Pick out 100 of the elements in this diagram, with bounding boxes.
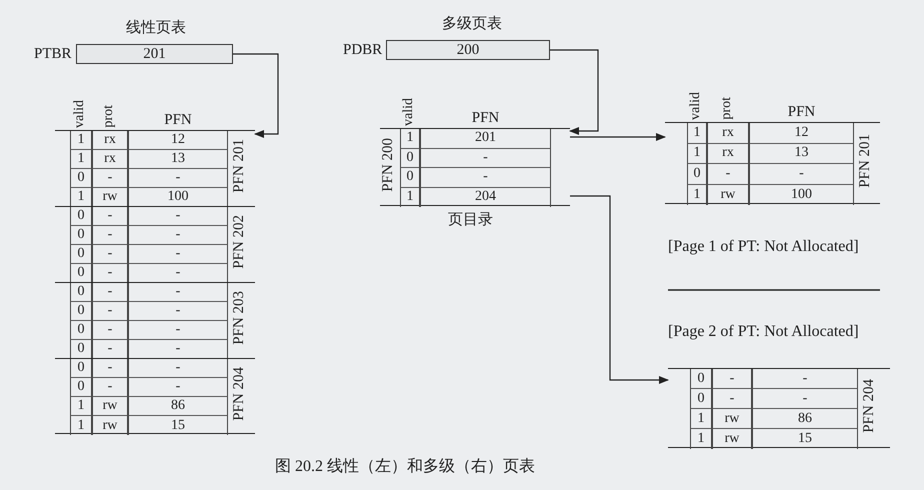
- table-cell: -: [707, 164, 749, 184]
- table-cell: rw: [92, 397, 128, 416]
- table-cell: 13: [749, 144, 854, 164]
- table-cell: 12: [128, 131, 228, 150]
- table-cell: 204: [420, 188, 551, 207]
- arrow: [570, 195, 669, 384]
- table-cell: 1: [70, 188, 92, 207]
- frame-label: PFN 202: [232, 215, 247, 269]
- table-cell: 0: [70, 359, 92, 378]
- register-box: 200: [386, 40, 550, 60]
- table-cell: -: [752, 389, 858, 409]
- table-cell: -: [752, 369, 858, 389]
- table-cell: 0: [70, 226, 92, 245]
- note-text: [Page 2 of PT: Not Allocated]: [668, 323, 859, 341]
- table-cell: 1: [400, 129, 420, 148]
- table-cell: 1: [690, 429, 712, 449]
- arrow: [233, 53, 279, 138]
- table-cell: rx: [92, 150, 128, 169]
- table-cell: 0: [70, 245, 92, 264]
- table-cell: -: [92, 378, 128, 397]
- table-cell: 1: [687, 144, 707, 164]
- table-cell: 0: [70, 378, 92, 397]
- table-cell: -: [128, 264, 228, 283]
- table-cell: -: [128, 378, 228, 397]
- table-cell: 1: [70, 150, 92, 169]
- table-cell: rw: [92, 416, 128, 435]
- table-cell: 0: [70, 283, 92, 302]
- column-header: prot: [720, 97, 734, 120]
- table-cell: 12: [749, 123, 854, 144]
- table-cell: -: [92, 245, 128, 264]
- table-cell: rw: [92, 188, 128, 207]
- table-cell: -: [128, 359, 228, 378]
- column-header: valid: [73, 100, 87, 128]
- table-cell: -: [128, 169, 228, 188]
- table-cell: 1: [687, 123, 707, 144]
- table-cell: 86: [128, 397, 228, 416]
- table-cell: 1: [400, 188, 420, 207]
- table-cell: -: [92, 359, 128, 378]
- table-cell: 0: [70, 340, 92, 359]
- figure-caption: 图 20.2 线性（左）和多级（右）页表: [275, 458, 535, 476]
- table-cell: 201: [420, 129, 551, 148]
- register-label: PDBR: [343, 42, 382, 58]
- table-cell: -: [92, 321, 128, 340]
- frame-label: PFN 201: [858, 134, 873, 188]
- table-caption: 页目录: [448, 212, 493, 228]
- table-cell: -: [92, 340, 128, 359]
- table-cell: 1: [70, 416, 92, 435]
- table-cell: -: [92, 207, 128, 226]
- table-cell: rw: [707, 184, 749, 205]
- register-label: PTBR: [34, 46, 72, 62]
- table-cell: 0: [690, 389, 712, 409]
- table-cell: -: [128, 340, 228, 359]
- table-cell: rx: [92, 131, 128, 150]
- table-cell: -: [92, 169, 128, 188]
- table-cell: 1: [70, 397, 92, 416]
- frame-label: PFN 203: [232, 291, 247, 345]
- column-header: PFN: [786, 104, 816, 120]
- table-cell: -: [92, 264, 128, 283]
- page-table: [668, 368, 890, 448]
- section-title: 线性页表: [126, 20, 186, 36]
- frame-label: PFN 200: [381, 138, 396, 192]
- table-cell: -: [92, 302, 128, 321]
- column-header: prot: [102, 105, 116, 128]
- column-header: PFN: [163, 112, 193, 128]
- table-cell: 1: [690, 409, 712, 429]
- column-header: valid: [689, 92, 703, 120]
- table-cell: -: [420, 168, 551, 188]
- table-cell: -: [128, 245, 228, 264]
- frame-label: PFN 201: [232, 139, 247, 193]
- table-cell: -: [712, 389, 752, 409]
- frame-label: PFN 204: [862, 379, 877, 433]
- table-cell: 15: [128, 416, 228, 435]
- table-cell: -: [128, 321, 228, 340]
- table-cell: -: [128, 226, 228, 245]
- table-cell: 0: [70, 169, 92, 188]
- table-cell: 0: [70, 321, 92, 340]
- table-cell: -: [128, 302, 228, 321]
- table-cell: rx: [707, 144, 749, 164]
- table-cell: 15: [752, 429, 858, 449]
- table-cell: rx: [707, 123, 749, 144]
- frame-label: PFN 204: [232, 367, 247, 421]
- table-cell: -: [128, 283, 228, 302]
- table-cell: rw: [712, 429, 752, 449]
- table-cell: 0: [400, 148, 420, 168]
- table-cell: -: [749, 164, 854, 184]
- register-box: 201: [76, 44, 233, 64]
- table-cell: -: [92, 283, 128, 302]
- table-cell: 100: [749, 184, 854, 205]
- note-text: [Page 1 of PT: Not Allocated]: [668, 238, 859, 256]
- table-cell: 0: [70, 264, 92, 283]
- table-cell: rw: [712, 409, 752, 429]
- table-cell: 0: [70, 302, 92, 321]
- table-cell: 86: [752, 409, 858, 429]
- table-cell: 1: [70, 131, 92, 150]
- table-cell: -: [712, 369, 752, 389]
- table-cell: 100: [128, 188, 228, 207]
- column-header: PFN: [470, 110, 500, 126]
- section-title: 多级页表: [442, 16, 502, 32]
- column-header: valid: [402, 98, 416, 126]
- table-cell: -: [420, 148, 551, 168]
